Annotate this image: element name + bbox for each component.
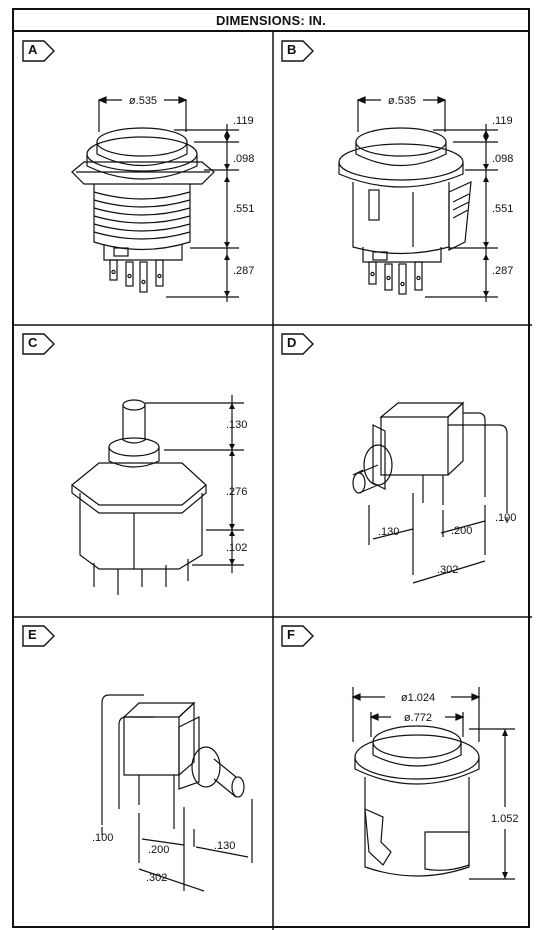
panel-d-badge: D — [281, 333, 315, 355]
panel-e-badge: E — [22, 625, 56, 647]
panel-c-dim-3: .102 — [226, 542, 247, 554]
panel-b-label: B — [287, 42, 297, 57]
panel-d: D — [273, 325, 532, 617]
panel-b: B — [273, 32, 532, 325]
panel-c-badge: C — [22, 333, 56, 355]
panel-b-badge: B — [281, 40, 315, 62]
panel-f-drawing: ø1.024 ø.772 1.052 — [351, 687, 519, 880]
panel-f-dim-height: 1.052 — [491, 813, 519, 825]
panel-a-dim-4: .287 — [233, 265, 254, 277]
panel-c-dim-1: .130 — [226, 419, 247, 431]
panel-c-dim-2: .276 — [226, 486, 247, 498]
grid-lines — [14, 32, 532, 930]
panel-a-dim-3: .551 — [233, 203, 254, 215]
panel-d-dim-1: .130 — [378, 526, 399, 538]
panel-a-dim-diameter: ø.535 — [129, 95, 157, 107]
panel-c-drawing: .130 .276 .102 — [71, 395, 247, 595]
panel-e: E — [14, 617, 273, 930]
panel-a: A — [14, 32, 273, 325]
panel-b-drawing: ø.535 .119 .098 .551 .287 — [338, 95, 513, 302]
sheet-title: DIMENSIONS: IN. — [14, 10, 528, 32]
panel-f-badge: F — [281, 625, 315, 647]
panel-e-label: E — [28, 627, 37, 642]
panel-a-badge: A — [22, 40, 56, 62]
panel-b-dim-diameter: ø.535 — [388, 95, 416, 107]
panel-b-dim-3: .551 — [492, 203, 513, 215]
panel-d-label: D — [287, 335, 297, 350]
panel-e-dim-1: .100 — [92, 832, 113, 844]
panel-f-dim-outer: ø1.024 — [401, 692, 435, 704]
panel-b-dim-2: .098 — [492, 153, 513, 165]
panel-f-label: F — [287, 627, 295, 642]
panel-e-drawing: .100 .200 .130 .302 — [92, 694, 253, 892]
panel-f-dim-inner: ø.772 — [404, 712, 432, 724]
panel-d-dim-4: .302 — [437, 564, 458, 576]
panel-d-dim-3: .100 — [495, 512, 516, 524]
panel-d-drawing: .130 .200 .100 .302 — [352, 401, 516, 584]
panel-f: F — [273, 617, 532, 930]
panel-c: C — [14, 325, 273, 617]
panel-b-dim-4: .287 — [492, 265, 513, 277]
panel-a-dim-2: .098 — [233, 153, 254, 165]
panel-e-dim-3: .130 — [214, 840, 235, 852]
panel-e-dim-2: .200 — [148, 844, 169, 856]
panel-a-dim-1: .119 — [233, 115, 254, 127]
panel-d-dim-2: .200 — [451, 525, 472, 537]
panel-c-label: C — [28, 335, 38, 350]
dimension-sheet: DIMENSIONS: IN. A — [12, 8, 532, 930]
panel-a-drawing: ø.535 .119 .098 .551 .287 — [71, 95, 254, 302]
panel-b-dim-1: .119 — [492, 115, 513, 127]
panel-a-label: A — [28, 42, 38, 57]
panel-e-dim-4: .302 — [146, 872, 167, 884]
